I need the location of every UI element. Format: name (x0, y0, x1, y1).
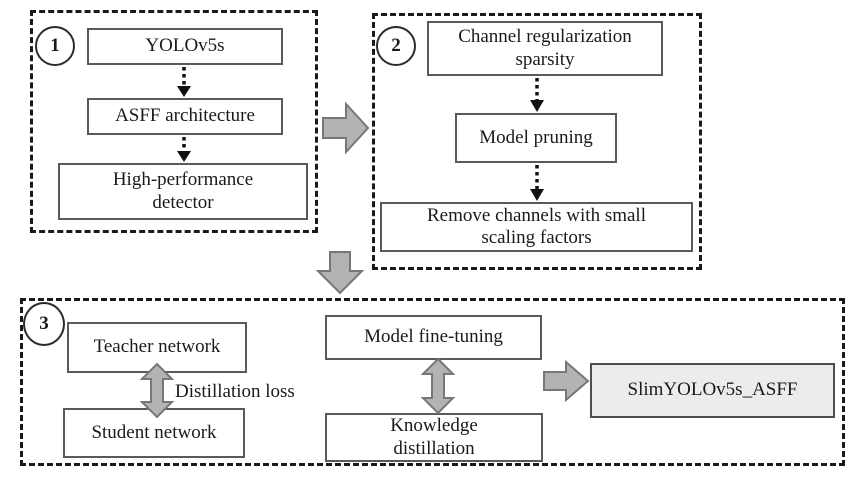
high-performance-detector-box: High-performance detector (58, 163, 308, 220)
student-network-box: Student network (63, 408, 245, 458)
teacher-network-box: Teacher network (67, 322, 247, 373)
stage2-panel (372, 13, 702, 270)
yolov5s-box: YOLOv5s (87, 28, 283, 65)
stage2-number-badge: 2 (376, 26, 416, 66)
model-fine-tuning-box: Model fine-tuning (325, 315, 542, 360)
remove-channels-box: Remove channels with small scaling facto… (380, 202, 693, 252)
channel-regularization-sparsity-box: Channel regularization sparsity (427, 21, 663, 76)
block-arrow-stage2-to-stage3 (315, 251, 365, 295)
stage3-number-badge: 3 (23, 302, 65, 346)
asff-architecture-box: ASFF architecture (87, 98, 283, 135)
stage3-panel (20, 298, 845, 466)
distillation-loss-label: Distillation loss (175, 381, 295, 402)
stage1-panel (30, 10, 318, 233)
knowledge-distillation-box: Knowledge distillation (325, 413, 543, 462)
slim-yolov5s-asff-result-box: SlimYOLOv5s_ASFF (590, 363, 835, 418)
stage1-number-badge: 1 (35, 26, 75, 66)
model-pruning-box: Model pruning (455, 113, 617, 163)
block-arrow-stage1-to-stage2 (322, 101, 370, 155)
